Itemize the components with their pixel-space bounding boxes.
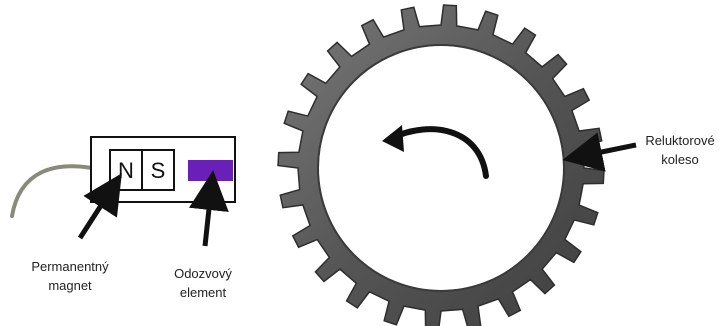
element-pointer-arrow <box>188 170 229 247</box>
response-element <box>188 160 233 181</box>
rotation-arrow-head <box>382 125 404 152</box>
magnet-label-line1: Permanentný <box>31 259 109 274</box>
pole-n-label: N <box>118 158 134 183</box>
wheel-label-line1: Reluktorové <box>645 133 714 148</box>
reluctor-wheel <box>277 4 605 326</box>
element-label-line1: Odozvový <box>174 266 232 281</box>
reluctor-wheel-teeth <box>277 4 605 326</box>
wheel-pointer-arrow <box>562 132 637 172</box>
sensor-cable <box>10 164 94 218</box>
reluctor-wheel-inner-edge <box>317 44 565 292</box>
magnet-label-line2: magnet <box>48 278 92 293</box>
magnet-south-block <box>141 149 175 191</box>
magnet-pointer-arrow <box>77 173 122 240</box>
rotation-arrow <box>389 126 489 179</box>
wheel-label-line2: koleso <box>661 152 699 167</box>
element-label-line2: element <box>180 285 227 300</box>
pole-s-label: S <box>151 158 166 183</box>
